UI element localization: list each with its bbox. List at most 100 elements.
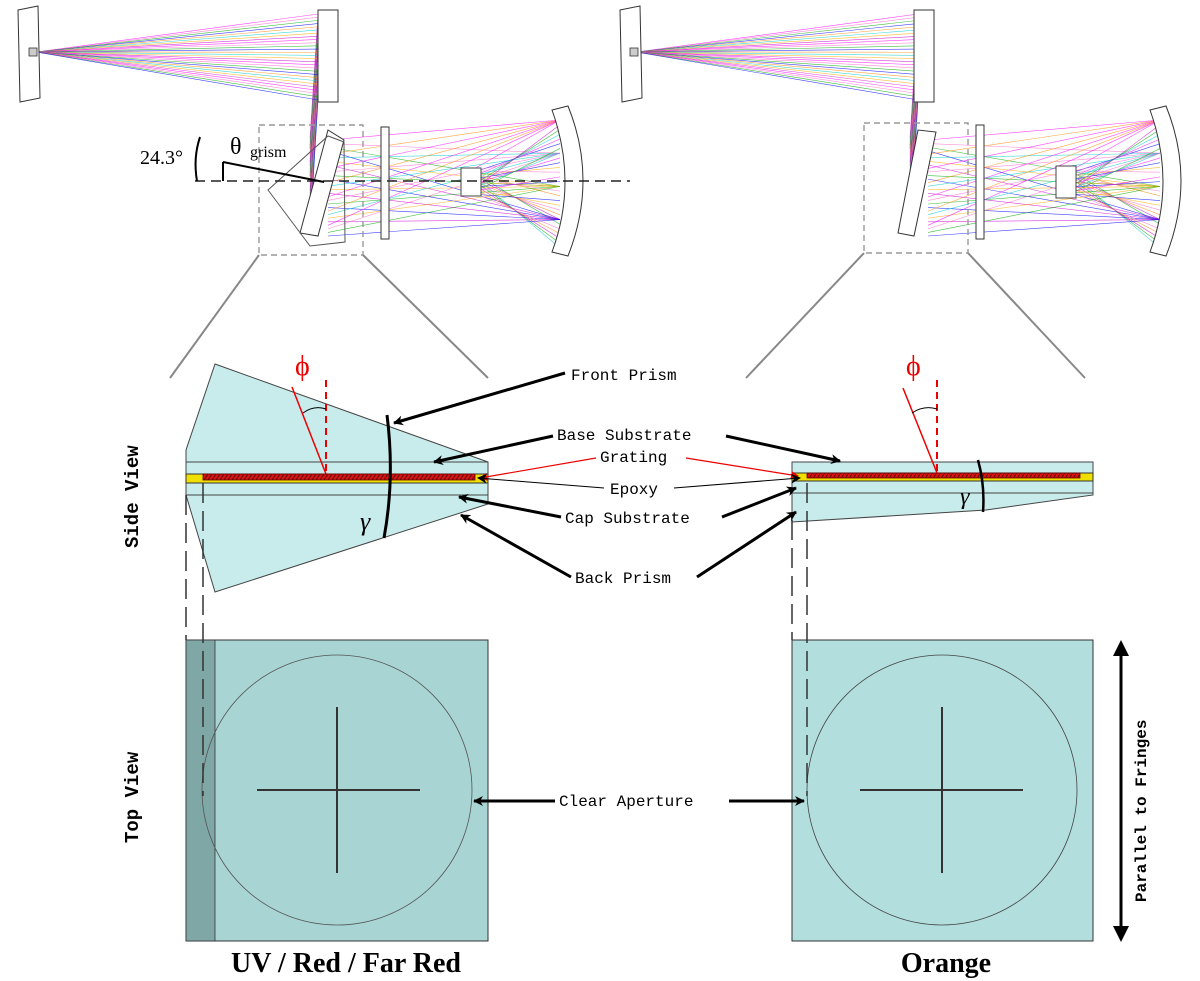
ray — [35, 51, 319, 88]
ray — [327, 207, 561, 220]
ray — [927, 186, 1161, 233]
spectrograph-left: 24.3° θ grism — [17, 5, 630, 257]
thin-callouts — [477, 457, 801, 489]
ray — [35, 26, 319, 53]
theta-label: θ — [230, 134, 242, 160]
clear-aperture-circle-right — [806, 654, 1078, 926]
ray — [35, 51, 319, 79]
phi-ray-right — [902, 387, 938, 474]
ray — [35, 51, 319, 72]
ray — [35, 29, 319, 53]
epoxy-arrow-left — [477, 473, 605, 489]
ray — [1071, 176, 1161, 192]
ray — [927, 193, 1161, 220]
ray — [635, 51, 919, 82]
ray — [35, 32, 319, 53]
gamma-arc-left — [382, 414, 392, 539]
ray — [327, 186, 561, 219]
gamma-label-left: γ — [360, 507, 371, 536]
zoom-connectors — [169, 252, 1086, 379]
grism-left — [299, 129, 345, 237]
camera-mirror-right — [1149, 105, 1182, 257]
gamma-label-right: γ — [960, 484, 970, 510]
ray — [635, 51, 919, 72]
ray — [635, 13, 919, 53]
ray — [35, 23, 319, 53]
ray — [35, 39, 319, 53]
ray — [635, 23, 919, 53]
ray — [927, 186, 1161, 219]
gamma-arc-right — [976, 459, 985, 513]
ray — [927, 152, 1161, 215]
ray — [327, 143, 561, 154]
cap-substrate-left — [185, 482, 489, 496]
ray — [327, 119, 561, 183]
ray — [927, 152, 1161, 187]
ray — [635, 51, 919, 75]
ray — [927, 150, 1161, 220]
ray — [327, 219, 561, 223]
back-prism-arrow-right — [696, 510, 797, 579]
ray — [635, 51, 919, 98]
ray — [635, 16, 919, 53]
grating-left — [202, 473, 476, 481]
ray — [35, 51, 319, 94]
ray — [927, 219, 1161, 223]
top-view-dark-strip-left — [185, 639, 216, 942]
parallel-to-fringes-arrow — [1113, 640, 1129, 942]
angle-value-label: 24.3° — [140, 147, 183, 169]
grating-right — [806, 472, 1081, 479]
ray — [635, 51, 919, 94]
parallel-to-fringes-label: Parallel to Fringes — [1133, 720, 1151, 902]
base-substrate-arrow-right — [725, 434, 841, 464]
ray — [35, 51, 319, 98]
field-lens-right — [975, 124, 985, 240]
right-caption: Orange — [901, 948, 991, 979]
grism-prism-outline-left — [267, 135, 346, 247]
back-prism-arrow-left — [460, 513, 572, 579]
grating-arrow-left — [479, 457, 597, 481]
grism-normal-line — [222, 161, 325, 183]
ray — [327, 152, 561, 187]
ray — [35, 20, 319, 53]
side-view-label: Side View — [122, 445, 144, 548]
ray — [35, 51, 319, 101]
ray — [35, 16, 319, 53]
ray — [35, 51, 319, 75]
ray — [327, 186, 561, 233]
ray — [1071, 191, 1161, 230]
top-view-right — [791, 483, 1094, 942]
phi-ray-left — [291, 386, 327, 475]
ray — [471, 176, 561, 192]
cap-substrate-label: Cap Substrate — [565, 510, 690, 528]
clear-aperture-circle-left — [201, 654, 473, 926]
fold-mirror-left — [317, 9, 339, 103]
connector-right-b — [967, 252, 1086, 379]
ray — [327, 146, 561, 187]
ray — [635, 32, 919, 53]
ray — [635, 51, 919, 85]
ray — [327, 186, 561, 205]
ray — [327, 150, 561, 220]
connector-left-b — [362, 254, 489, 379]
spectrograph-right — [619, 5, 1182, 257]
ray — [327, 219, 561, 237]
ray — [635, 48, 919, 53]
base-substrate-left — [185, 461, 489, 475]
callout-arrows — [393, 371, 841, 806]
ray — [927, 143, 1161, 154]
ray — [635, 29, 919, 53]
ray — [635, 45, 919, 53]
fringes-arrow-head-bottom — [1113, 926, 1129, 942]
ray — [327, 152, 561, 201]
ray — [635, 26, 919, 53]
ray — [327, 193, 561, 220]
ray — [327, 119, 561, 198]
ray — [927, 207, 1161, 220]
zoom-box-left — [258, 124, 364, 256]
ray — [635, 51, 919, 101]
ray — [635, 51, 919, 56]
ray — [927, 119, 1161, 169]
side-view-left: γ ϕ — [185, 351, 489, 593]
fringes-arrow-head-top — [1113, 640, 1129, 656]
